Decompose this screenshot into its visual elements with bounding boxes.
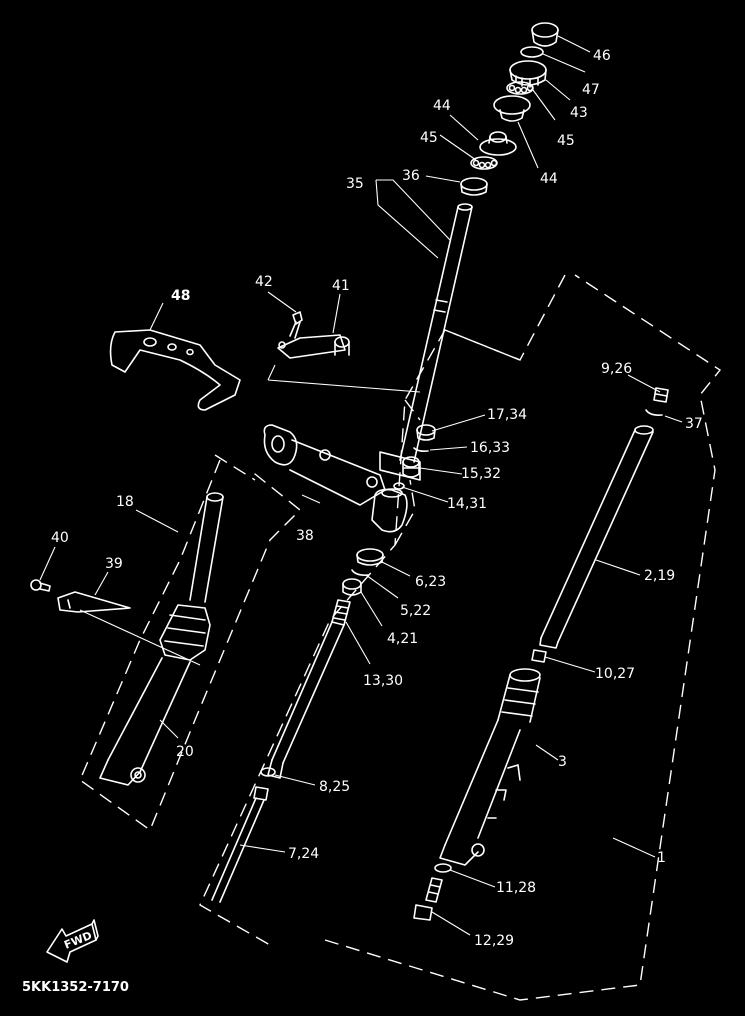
callout-15-32: 15,32 [461,466,501,482]
part-5-clip [351,569,369,576]
callout-45-top: 45 [557,133,575,149]
leader-stay-group [267,364,421,393]
part-7-rod [211,786,269,903]
callout-1: 1 [657,850,666,866]
callout-11-28: 11,28 [496,880,536,896]
callout-5-22: 5,22 [400,603,431,619]
part-45-bearing-top [506,81,534,95]
part-inner-tube-left [189,492,224,603]
callout-46: 46 [593,48,611,64]
callout-6-23: 6,23 [415,574,446,590]
part-36-seal [460,177,488,196]
callout-42: 42 [255,274,273,290]
fwd-arrow-icon: FWD [46,919,99,963]
part-40-screw [30,579,51,592]
callout-13-30: 13,30 [363,673,403,689]
part-15-bolt-cap [402,456,420,478]
part-under-bracket [263,424,408,533]
part-16-oring [413,447,429,452]
callout-40: 40 [51,530,69,546]
callout-10-27: 10,27 [595,666,635,682]
part-41-stay [277,334,350,359]
part-2-inner-tube-right [539,425,654,649]
callout-16-33: 16,33 [470,440,510,456]
callout-12-29: 12,29 [474,933,514,949]
callout-2-19: 2,19 [644,568,675,584]
callout-44-right: 44 [540,171,558,187]
part-3-outer-tube-right [439,668,541,866]
part-9-bolt [653,387,669,403]
callout-48: 48 [171,288,190,304]
part-4-collar [342,578,362,596]
callout-17-34: 17,34 [487,407,527,423]
callout-45-lower: 45 [420,130,438,146]
leader-lines [39,35,683,936]
callout-47: 47 [582,82,600,98]
callout-18: 18 [116,494,134,510]
callout-20: 20 [176,744,194,760]
part-20-outer-tube-left [99,604,211,786]
assembly-18-outline [79,454,302,832]
part-44-race-top [493,95,531,122]
part-8-washer [260,767,276,777]
diagram-code: 5KK1352-7170 [22,980,129,995]
callout-9-26: 9,26 [601,361,632,377]
part-14-washer [393,482,405,490]
callout-labels: 46 47 43 45 44 44 45 36 35 48 42 41 9,26… [51,48,703,949]
part-42-bolt [289,311,303,339]
callout-37: 37 [685,416,703,432]
part-39-clamp [57,591,131,613]
part-11-washer [434,863,452,873]
part-47-washer [520,46,544,58]
callout-44-left: 44 [433,98,451,114]
part-46-nut [531,22,559,47]
part-45-bearing-lower [470,156,498,170]
callout-41: 41 [332,278,350,294]
callout-8-25: 8,25 [319,779,350,795]
part-35-steering-stem [379,203,473,481]
assembly-1-outline [199,274,722,1001]
callout-39: 39 [105,556,123,572]
callout-38: 38 [296,528,314,544]
part-37-oring [645,409,663,416]
leader-clamp-to-tube [79,609,201,666]
part-44-race-lower [479,131,517,156]
callout-36: 36 [402,168,420,184]
callout-43: 43 [570,105,588,121]
part-12-bolt [413,877,443,921]
part-10-bushing [531,649,547,663]
callout-35: 35 [346,176,364,192]
steering-bracket-outline [394,329,521,546]
part-48-bracket [109,329,241,411]
callout-4-21: 4,21 [387,631,418,647]
part-6-cap [356,548,384,566]
part-13-spring [267,599,351,779]
callout-3: 3 [558,754,567,770]
callout-7-24: 7,24 [288,846,319,862]
callout-14-31: 14,31 [447,496,487,512]
